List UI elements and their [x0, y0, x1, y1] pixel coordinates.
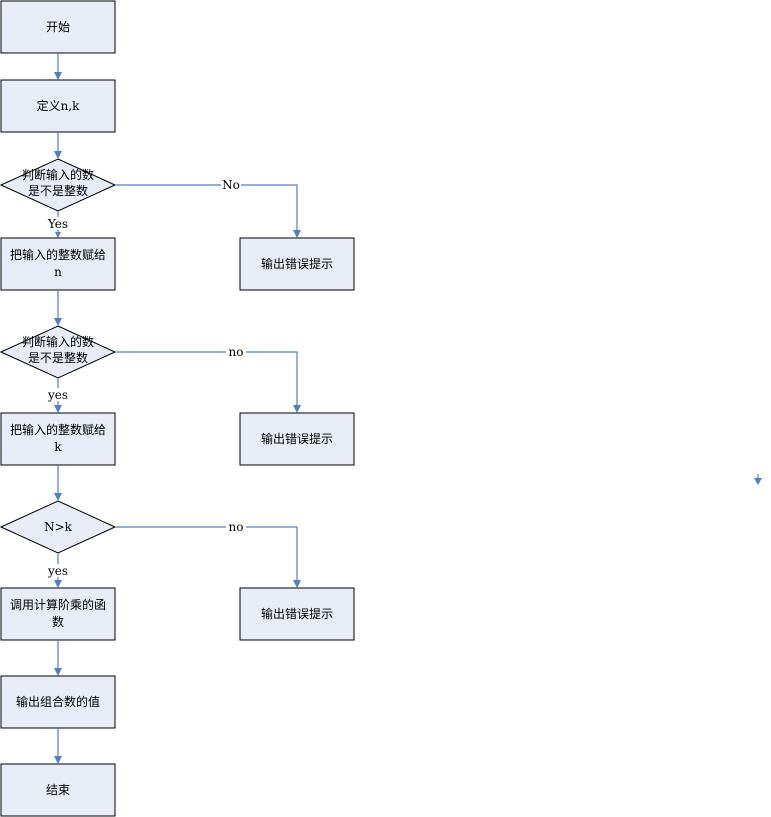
edge-assign-n-check2: [54, 290, 62, 326]
edge-start-define: [54, 53, 62, 80]
error-node-2-label: 输出错误提示: [261, 431, 333, 446]
edge-label-check1-yes: Yes: [47, 217, 68, 231]
output-node: 输出组合数的值: [0, 675, 116, 729]
check-integer-1-line1: 判断输入的数: [22, 167, 94, 182]
call-function-node: 调用计算阶乘的函 数: [0, 587, 116, 641]
assign-k-node: 把输入的整数赋给 k: [0, 412, 116, 466]
edge-output-end: [54, 728, 62, 764]
edge-label-check1-no: No: [222, 178, 240, 192]
error-node-2: 输出错误提示: [239, 412, 355, 466]
edge-call-function-output: [54, 640, 62, 676]
assign-k-line2: k: [54, 440, 62, 454]
edge-define-check1: [54, 132, 62, 159]
compare-decision: N>k: [0, 500, 117, 554]
edge-label-check2-no: no: [229, 345, 244, 359]
check-integer-decision-2: 判断输入的数 是不是整数: [0, 325, 117, 379]
edge-label-check2-yes: yes: [47, 388, 68, 402]
edge-check1-error1: [115, 184, 301, 238]
end-node-label: 结束: [46, 783, 70, 797]
check-integer-2-line2: 是不是整数: [28, 350, 88, 365]
assign-n-line2: n: [54, 265, 62, 279]
edge-label-compare-yes: yes: [47, 564, 68, 578]
edge-compare-error3: [115, 526, 301, 588]
edge-assign-k-compare: [54, 465, 62, 501]
assign-k-line1: 把输入的整数赋给: [10, 422, 106, 437]
check-integer-decision-1: 判断输入的数 是不是整数: [0, 158, 117, 212]
assign-n-node: 把输入的整数赋给 n: [0, 237, 116, 291]
edge-check2-error2: [115, 351, 301, 413]
output-node-label: 输出组合数的值: [16, 694, 100, 709]
assign-n-line1: 把输入的整数赋给: [10, 247, 106, 262]
check-integer-1-line2: 是不是整数: [28, 183, 88, 198]
edge-label-compare-no: no: [229, 520, 244, 534]
call-function-line1: 调用计算阶乘的函: [10, 597, 106, 612]
check-integer-2-line1: 判断输入的数: [22, 334, 94, 349]
error-node-3: 输出错误提示: [239, 587, 355, 641]
define-node-label: 定义n,k: [37, 98, 81, 113]
start-node-label: 开始: [46, 20, 70, 34]
stray-arrow-icon: [754, 474, 762, 485]
start-node: 开始: [0, 0, 116, 54]
end-node: 结束: [0, 763, 116, 817]
error-node-3-label: 输出错误提示: [261, 606, 333, 621]
error-node-1-label: 输出错误提示: [261, 256, 333, 271]
compare-decision-label: N>k: [44, 520, 73, 534]
define-node: 定义n,k: [0, 79, 116, 133]
error-node-1: 输出错误提示: [239, 237, 355, 291]
call-function-line2: 数: [52, 614, 64, 629]
